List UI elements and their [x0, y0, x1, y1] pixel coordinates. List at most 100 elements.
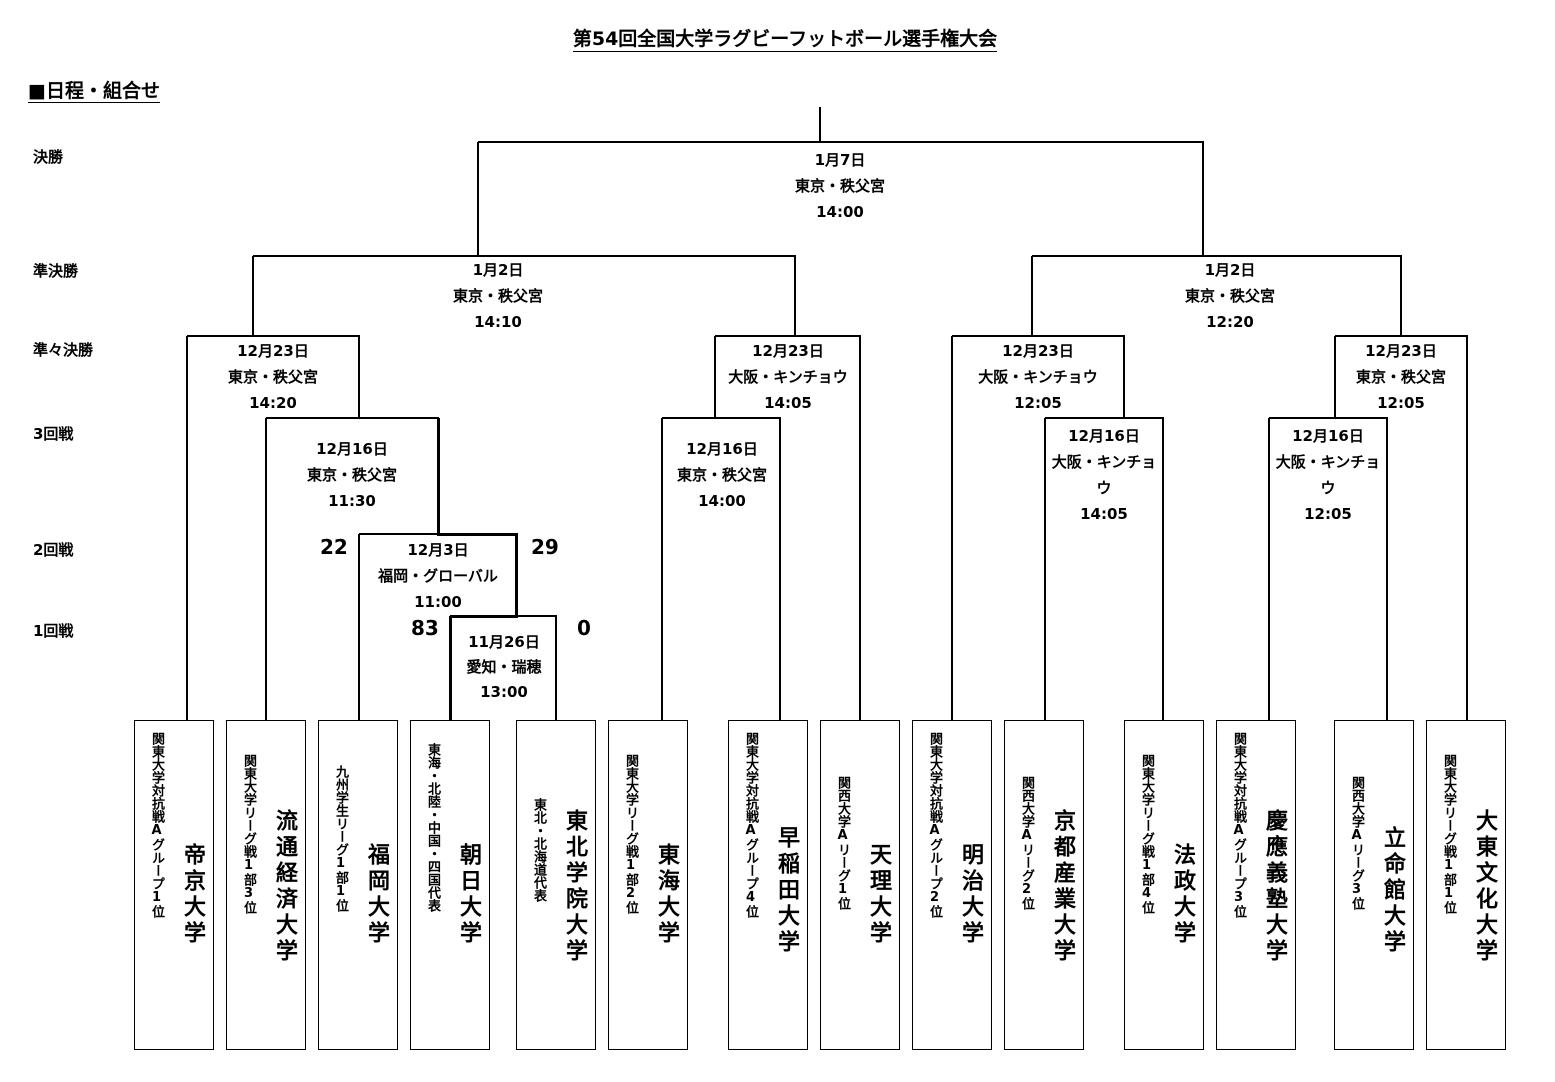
team-name: 立命館大学 [1380, 826, 1405, 956]
bracket-line [448, 616, 452, 722]
team-qualifier: 関東大学対抗戦Aグループ4位 [743, 732, 758, 918]
match-time: 14:00 [816, 203, 864, 221]
bracket-line [1162, 418, 1164, 721]
match-final: 1月7日 東京・秩父宮 14:00 [760, 147, 920, 225]
match-venue: 東京・秩父宮 [676, 466, 767, 484]
bracket-line [794, 256, 796, 337]
round-label-round2: 2回戦 [33, 541, 74, 559]
match-round3-a: 12月16日 東京・秩父宮 11:30 [272, 436, 432, 514]
bracket-line [1045, 417, 1164, 419]
match-time: 12:05 [1377, 394, 1425, 412]
bracket-line [1400, 256, 1402, 337]
match-quarterfinal-2: 12月23日 大阪・キンチョウ 14:05 [703, 338, 873, 416]
match-venue: 大阪・キンチョウ [978, 368, 1098, 386]
match-round1: 11月26日 愛知・瑞穂 13:00 [440, 630, 568, 705]
match-date: 1月2日 [472, 261, 524, 279]
team-name: 朝日大学 [456, 843, 481, 947]
team-qualifier: 関東大学対抗戦Aグループ2位 [927, 732, 942, 918]
bracket-line [478, 141, 1204, 143]
team-qualifier: 関東大学リーグ戦1部3位 [241, 754, 256, 914]
bracket-line [1269, 417, 1388, 419]
match-venue: 東京・秩父宮 [1184, 287, 1275, 305]
team-qualifier: 東海・北陸・中国・四国代表 [425, 743, 440, 912]
bracket-line [438, 532, 518, 536]
match-time: 14:05 [764, 394, 812, 412]
team-name: 天理大学 [866, 843, 891, 947]
match-round3-d: 12月16日 大阪・キンチョウ 12:05 [1272, 423, 1384, 527]
bracket-line [358, 534, 360, 721]
match-time: 13:00 [480, 683, 528, 701]
match-round3-c: 12月16日 大阪・キンチョウ 14:05 [1048, 423, 1160, 527]
match-date: 12月16日 [686, 440, 758, 458]
round-label-round3: 3回戦 [33, 425, 74, 443]
round-label-semifinal: 準決勝 [33, 262, 79, 280]
score-round1-right: 0 [577, 616, 591, 640]
bracket-line [1044, 418, 1046, 721]
match-venue: 大阪・キンチョウ [728, 368, 848, 386]
bracket-line [819, 107, 821, 143]
team-name: 京都産業大学 [1050, 809, 1075, 965]
bracket-line [779, 418, 781, 721]
match-time: 14:05 [1080, 505, 1128, 523]
bracket-line [450, 614, 518, 618]
team-name: 明治大学 [958, 843, 983, 947]
team-name: 慶應義塾大学 [1262, 809, 1287, 965]
team-name: 大東文化大学 [1472, 809, 1497, 965]
bracket-line [266, 417, 439, 419]
team-name: 東北学院大学 [562, 809, 587, 965]
team-name: 帝京大学 [180, 843, 205, 947]
bracket-line [1334, 336, 1336, 419]
match-venue: 愛知・瑞穂 [466, 658, 542, 676]
section-heading: ■日程・組合せ [28, 80, 160, 103]
bracket-line [951, 336, 953, 721]
match-venue: 東京・秩父宮 [452, 287, 543, 305]
team-name: 早稲田大学 [774, 826, 799, 956]
team-qualifier: 関東大学リーグ戦1部1位 [1441, 754, 1456, 914]
team-box: 関東大学リーグ戦1部1位 大東文化大学 [1426, 720, 1506, 1050]
page-title: 第54回全国大学ラグビーフットボール選手権大会 [572, 28, 998, 52]
bracket-line [477, 142, 479, 257]
match-time: 12:20 [1206, 313, 1254, 331]
match-date: 11月26日 [468, 633, 540, 651]
team-name: 福岡大学 [364, 843, 389, 947]
team-box: 関西大学Aリーグ1位天理大学 [820, 720, 900, 1050]
team-box: 関西大学Aリーグ2位 京都産業大学 [1004, 720, 1084, 1050]
team-qualifier: 九州学生リーグ1部1位 [333, 765, 348, 912]
team-qualifier: 関西大学Aリーグ2位 [1019, 776, 1034, 910]
match-venue: 東京・秩父宮 [227, 368, 318, 386]
team-qualifier: 関西大学Aリーグ3位 [1349, 776, 1364, 910]
match-venue: 東京・秩父宮 [1355, 368, 1446, 386]
bracket-line [514, 534, 518, 618]
match-time: 12:05 [1304, 505, 1352, 523]
match-date: 1月7日 [814, 151, 866, 169]
team-qualifier: 関東大学リーグ戦1部4位 [1139, 754, 1154, 914]
team-box: 関西大学Aリーグ3位 立命館大学 [1334, 720, 1414, 1050]
match-semifinal-2: 1月2日 東京・秩父宮 12:20 [1150, 257, 1310, 335]
team-box: 関東大学リーグ戦1部2位東海大学 [608, 720, 688, 1050]
match-time: 14:10 [474, 313, 522, 331]
bracket-line [1268, 418, 1270, 721]
round-label-round1: 1回戦 [33, 622, 74, 640]
match-date: 12月23日 [237, 342, 309, 360]
bracket-line [358, 336, 360, 419]
match-time: 14:00 [698, 492, 746, 510]
bracket-line [265, 418, 267, 721]
match-date: 1月2日 [1204, 261, 1256, 279]
team-qualifier: 東北・北海道代表 [531, 798, 546, 902]
bracket-line [436, 418, 440, 536]
match-quarterfinal-1: 12月23日 東京・秩父宮 14:20 [193, 338, 353, 416]
round-label-quarterfinal: 準々決勝 [33, 341, 94, 359]
match-date: 12月16日 [1068, 427, 1140, 445]
match-venue: 東京・秩父宮 [306, 466, 397, 484]
team-name: 東海大学 [654, 843, 679, 947]
bracket-line [1466, 336, 1468, 721]
team-box: 九州学生リーグ1部1位福岡大学 [318, 720, 398, 1050]
bracket-line [252, 256, 254, 337]
team-qualifier: 関東大学対抗戦Aグループ3位 [1231, 732, 1246, 918]
team-qualifier: 関東大学リーグ戦1部2位 [623, 754, 638, 914]
team-box: 関東大学リーグ戦1部3位流通経済大学 [226, 720, 306, 1050]
round-label-final: 決勝 [33, 148, 64, 166]
bracket-line [1123, 336, 1125, 419]
match-round2: 12月3日 福岡・グローバル 11:00 [358, 537, 518, 615]
bracket-line [359, 533, 439, 535]
